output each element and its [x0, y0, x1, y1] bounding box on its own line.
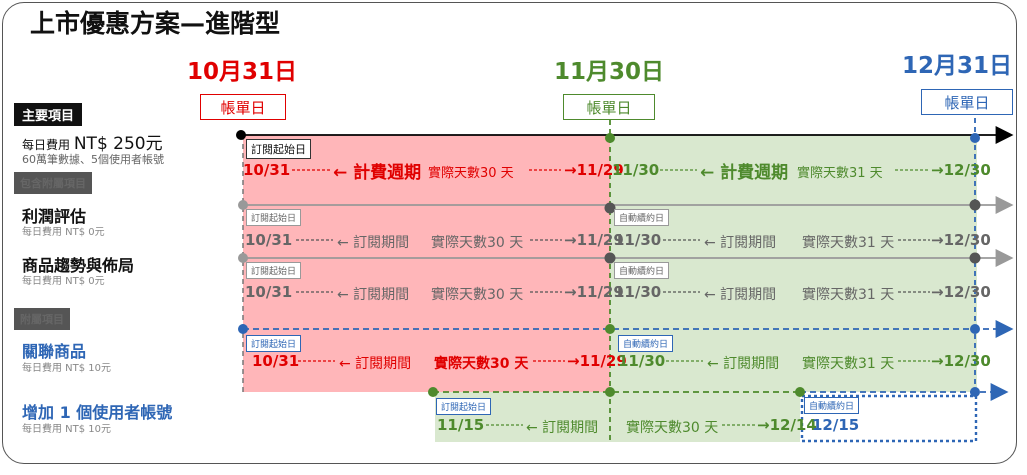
- bill-day-box-2: 帳單日: [563, 94, 655, 120]
- addon2-p1-start: 11/15: [437, 416, 485, 434]
- sub1-p1-days: 實際天數30 天: [431, 235, 524, 251]
- addon1-p1-days: 實際天數30 天: [434, 356, 529, 372]
- date-dec31: 12月31日: [902, 53, 1013, 79]
- addon1-p2-days: 實際天數31 天: [802, 356, 895, 372]
- period1-fill: [243, 135, 610, 392]
- sub1-p1-label: ← 訂閱期間: [337, 235, 410, 251]
- page-title: 上市優惠方案—進階型: [30, 9, 281, 38]
- addon-item-name: 增加 1 個使用者帳號: [22, 403, 173, 422]
- sub1-p1-end: →11/29: [564, 231, 624, 249]
- sub1-p2-end: →12/30: [931, 231, 991, 249]
- addon-item-name: 關聯商品: [22, 342, 87, 361]
- main-p2-start: 11/30: [612, 161, 660, 179]
- main-p2-end: →12/30: [931, 161, 991, 179]
- sub2-p2-label: ← 訂閱期間: [704, 287, 777, 303]
- start-tag: 訂閱起始日: [246, 335, 302, 352]
- addon1-p2-label: ← 訂閱期間: [707, 356, 780, 372]
- bill-day-box-1: 帳單日: [200, 94, 286, 120]
- addon2-p1-days: 實際天數30 天: [626, 420, 719, 436]
- main-item-fee: 每日費用 NT$ 250元: [22, 129, 163, 154]
- renew-tag: 自動續約日: [614, 262, 670, 279]
- addon2-p2-start: 12/15: [812, 416, 860, 434]
- start-tag: 訂閱起始日: [246, 262, 302, 279]
- addon2-fill-2: [610, 392, 800, 442]
- sub2-p2-days: 實際天數31 天: [802, 287, 895, 303]
- main-p1-start: 10/31: [243, 161, 291, 179]
- main-p2-days: 實際天數31 天: [797, 166, 883, 181]
- start-tag: 訂閱起始日: [436, 398, 492, 415]
- included-item-fee: 每日費用 NT$ 0元: [22, 276, 105, 287]
- sub2-p1-start: 10/31: [245, 283, 293, 301]
- addon1-p1-label: ← 訂閱期間: [339, 356, 412, 372]
- addon1-p2-start: 11/30: [618, 352, 666, 370]
- addon-item-fee: 每日費用 NT$ 10元: [22, 363, 112, 374]
- included-item-name: 商品趨勢與佈局: [22, 256, 135, 275]
- renew-tag: 自動續約日: [614, 209, 670, 226]
- addon-item-fee: 每日費用 NT$ 10元: [22, 424, 112, 435]
- addons-tag: 附屬項目: [14, 308, 70, 330]
- sub1-p1-start: 10/31: [245, 231, 293, 249]
- renew-tag: 自動續約日: [618, 335, 674, 352]
- addon1-p1-end: →11/29: [567, 352, 627, 370]
- date-oct31: 10月31日: [187, 59, 298, 85]
- sub2-p2-end: →12/30: [931, 283, 991, 301]
- main-p1-end: →11/29: [564, 161, 624, 179]
- start-tag: 訂閱起始日: [246, 139, 311, 159]
- outer-frame: [2, 2, 1017, 464]
- main-item-desc: 60萬筆數據、5個使用者帳號: [22, 153, 164, 166]
- main-p1-label: ← 計費週期: [333, 163, 422, 183]
- date-nov30: 11月30日: [554, 59, 665, 85]
- sub2-p2-start: 11/30: [614, 283, 662, 301]
- included-item-name: 利潤評估: [22, 207, 87, 226]
- sub2-p1-label: ← 訂閱期間: [337, 287, 410, 303]
- bill-day-box-3: 帳單日: [921, 89, 1013, 115]
- included-tag: 包含附屬項目: [14, 172, 92, 194]
- sub1-p2-label: ← 訂閱期間: [704, 235, 777, 251]
- addon1-p1-start: 10/31: [252, 352, 300, 370]
- addon2-p1-end: →12/14: [757, 416, 817, 434]
- main-item-tag: 主要項目: [14, 103, 83, 126]
- sub2-p1-days: 實際天數30 天: [431, 287, 524, 303]
- main-p1-days: 實際天數30 天: [428, 166, 514, 181]
- addon1-p2-end: →12/30: [931, 352, 991, 370]
- renew-tag: 自動續約日: [804, 397, 860, 414]
- main-fee-value: NT$ 250元: [73, 134, 163, 154]
- sub1-p2-days: 實際天數31 天: [802, 235, 895, 251]
- sub2-p1-end: →11/29: [564, 283, 624, 301]
- main-fee-prefix: 每日費用: [22, 138, 71, 152]
- start-tag: 訂閱起始日: [246, 209, 302, 226]
- sub1-p2-start: 11/30: [614, 231, 662, 249]
- main-p2-label: ← 計費週期: [700, 163, 789, 183]
- included-item-fee: 每日費用 NT$ 0元: [22, 227, 105, 238]
- addon2-p1-label: ← 訂閱期間: [526, 420, 599, 436]
